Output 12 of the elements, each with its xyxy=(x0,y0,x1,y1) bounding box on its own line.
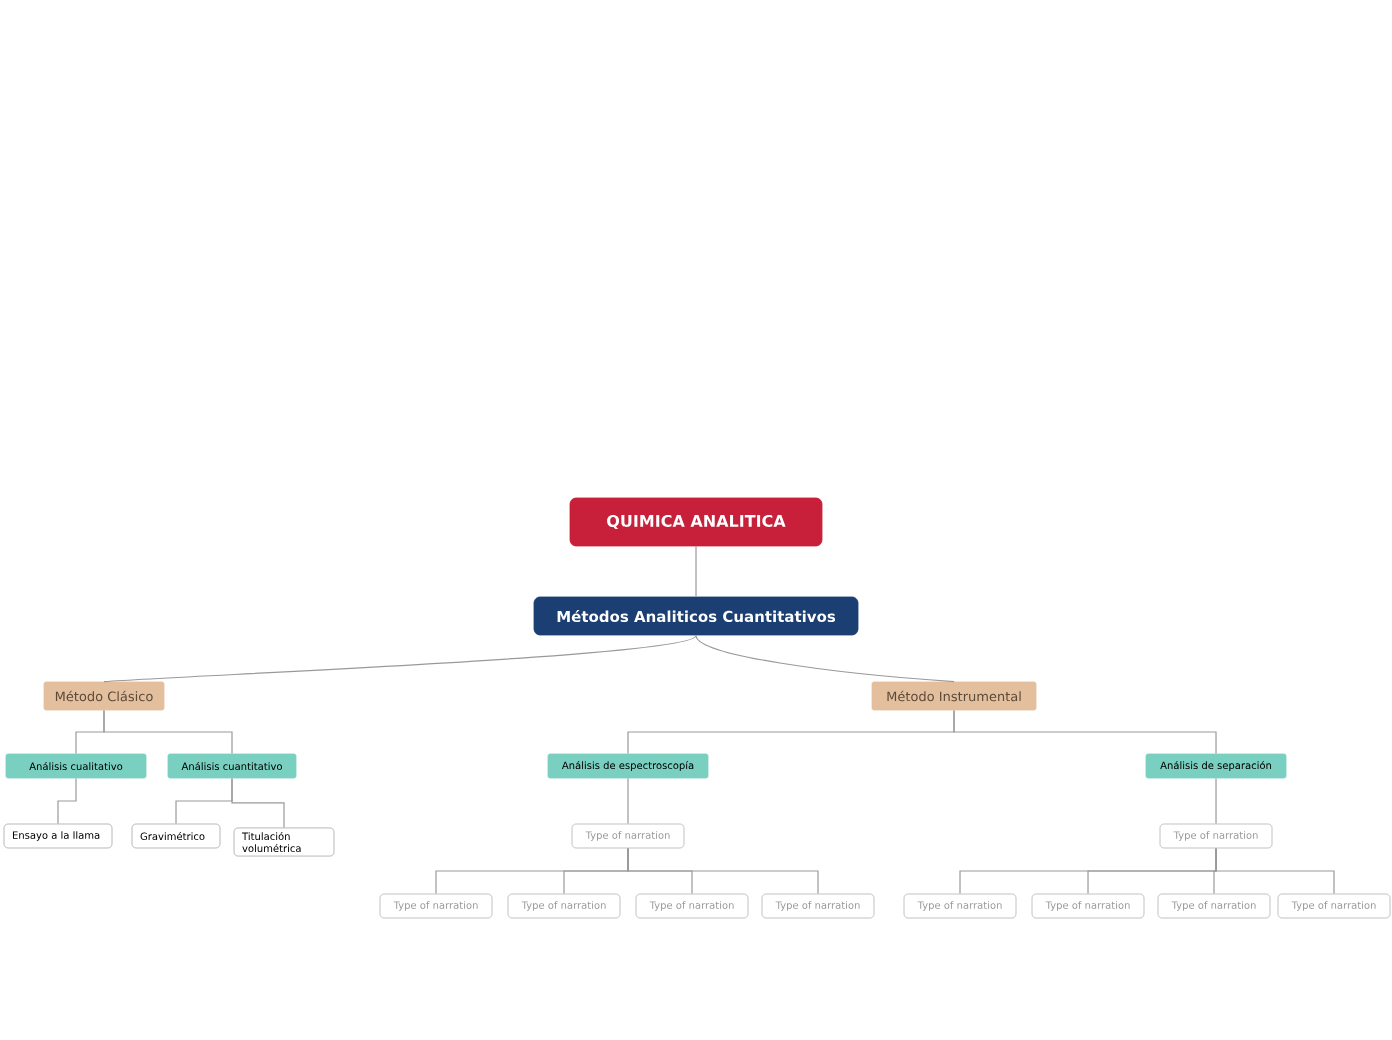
connector-line xyxy=(1215,777,1217,825)
connector-line xyxy=(231,777,285,829)
connector-line xyxy=(1215,847,1335,895)
connector-line xyxy=(57,777,77,825)
connector-line xyxy=(103,634,697,683)
connector-line xyxy=(695,634,955,683)
connector-line xyxy=(695,545,697,598)
root-box: QUIMICA ANALITICA xyxy=(569,497,823,547)
connector-line xyxy=(627,847,819,895)
connector-line xyxy=(103,709,233,755)
connector-line xyxy=(627,777,629,825)
connector-line xyxy=(953,709,1217,755)
